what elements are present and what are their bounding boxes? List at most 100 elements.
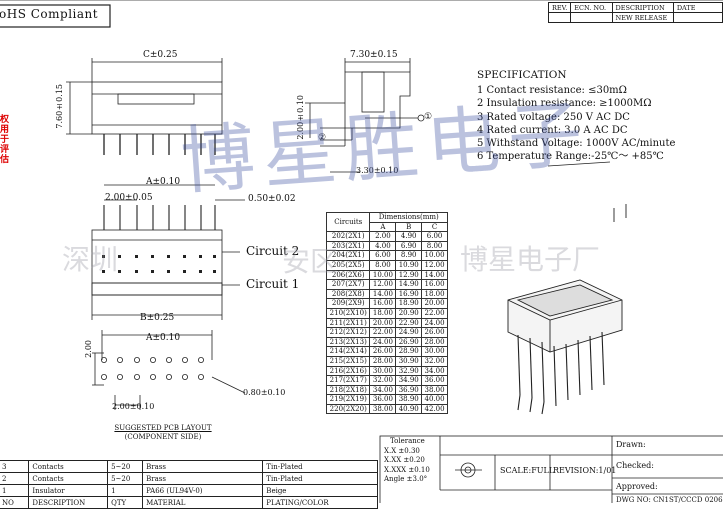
dim-table-cell: 8.90 [395, 250, 423, 261]
watermark-gray-left: 深圳 [62, 243, 119, 276]
bom-cell: 3 [0, 460, 30, 473]
dim-table-cell: 28.00 [369, 355, 397, 367]
col-c: C [421, 221, 448, 233]
dim-table-cell: 16.00 [421, 279, 448, 290]
ecn-header: ECN. NO. [570, 2, 613, 13]
pcb-layout-title: SUGGESTED PCB LAYOUT (COMPONENT SIDE) [113, 424, 213, 442]
dimension-table: Circuits Dimensions(mm) A B C 202(2X1)2.… [325, 211, 448, 415]
dim-table-cell: 28.90 [395, 346, 423, 357]
tol-row: Angle ±3.0° [384, 475, 428, 483]
dim-hole: 0.80±0.10 [243, 388, 286, 397]
callout-1: ① [424, 112, 433, 122]
dim-c: C±0.25 [143, 50, 178, 60]
bom-cell: 5~20 [107, 460, 144, 473]
dim-table-cell: 4.90 [395, 231, 423, 242]
dim-table-cell: 36.00 [421, 375, 448, 386]
dwg-number: DWG NO: CN1ST/CCCD 0206 [616, 496, 723, 504]
watermark-gray-mid: 安区 [282, 245, 339, 278]
bom-cell: Beige [262, 484, 378, 497]
dim-table-cell: 24.90 [395, 327, 423, 338]
pcb-layout-line1: SUGGESTED PCB LAYOUT [114, 424, 212, 432]
dim-table-cell: 30.00 [369, 365, 397, 377]
bom-cell: 5~20 [107, 472, 144, 485]
tol-row: X.XXX ±0.10 [384, 465, 430, 474]
rohs-label: oHS Compliant [0, 7, 99, 21]
dim-table-cell: 14.90 [395, 279, 423, 290]
dim-050: 0.50±0.02 [248, 194, 296, 204]
dim-table-cell: 24.00 [421, 317, 448, 329]
dim-a: A±0.10 [146, 177, 181, 187]
dim-table-cell: 22.00 [421, 307, 448, 319]
spec-item: 2 Insulation resistance: ≥1000MΩ [477, 98, 652, 110]
bom-cell: Contacts [28, 472, 109, 485]
dim-table-cell: 14.00 [421, 269, 448, 281]
dim-table-cell: 40.00 [421, 394, 448, 405]
col-b: B [395, 221, 423, 233]
revision-table: REV. ECN. NO. DESCRIPTION DATE NEW RELEA… [547, 2, 723, 23]
dim-table-cell: 219(2X19) [325, 394, 371, 405]
dim-pitch-200: 2.00±0.05 [105, 193, 153, 203]
dim-200-pcb: 2.00±0.10 [112, 402, 155, 411]
dim-table-cell: 6.90 [395, 240, 423, 252]
dim-table-cell: 36.00 [369, 394, 397, 405]
dim-table-cell: 34.00 [421, 365, 448, 377]
dim-table-cell: 26.90 [395, 336, 423, 348]
date-cell [672, 12, 723, 23]
tolerance-title: Tolerance [390, 437, 425, 445]
dim-table-cell: 38.00 [369, 403, 397, 415]
tol-row: X.X ±0.30 [384, 446, 420, 455]
dim-table-cell: 32.90 [395, 365, 423, 377]
dim-table-cell: 210(2X10) [325, 307, 371, 319]
dim-table-cell: 30.00 [421, 346, 448, 357]
dim-760: 7.60±0.15 [55, 84, 64, 129]
dim-table-cell: 12.00 [421, 259, 448, 271]
dim-330: 3.30±0.10 [356, 166, 399, 175]
dim-table-cell: 40.90 [395, 403, 423, 415]
spec-item: 5 Withstand Voltage: 1000V AC/minute [477, 138, 676, 150]
dim-a2: A±0.10 [146, 333, 181, 343]
dim-table-cell: 10.00 [421, 250, 448, 261]
pcb-layout-line2: (COMPONENT SIDE) [124, 433, 202, 441]
dim-table-cell: 14.00 [369, 288, 397, 300]
watermark-gray-right: 博星电子厂 [460, 243, 601, 276]
dim-table-cell: 209(2X9) [325, 298, 371, 309]
dim-table-cell: 217(2X17) [325, 375, 371, 386]
dim-table-cell: 32.00 [369, 375, 397, 386]
specification-block: SPECIFICATION 1 Contact resistance: ≤30m… [477, 69, 675, 163]
dim-table-cell: 36.90 [395, 384, 423, 396]
tol-row: X.XX ±0.20 [384, 456, 425, 464]
tolerance-block: Tolerance X.X ±0.30 X.XX ±0.20 X.XXX ±0.… [384, 437, 430, 485]
dim-table-cell: 18.90 [395, 298, 423, 309]
dim-table-cell: 10.00 [369, 269, 397, 281]
bom-cell: PA66 (UL94V-0) [142, 484, 264, 497]
dim-table-cell: 20.00 [369, 317, 397, 329]
dim-table-cell: 218(2X18) [325, 384, 371, 396]
col-a: A [369, 221, 397, 233]
scale-label: SCALE:FULL [500, 466, 555, 475]
dim-table-cell: 220(2X20) [325, 403, 371, 415]
bom-cell: Tin-Plated [262, 472, 378, 485]
bom-cell: Contacts [28, 460, 109, 473]
spec-title: SPECIFICATION [477, 69, 567, 81]
dim-table-cell: 34.90 [395, 375, 423, 386]
date-header: DATE [672, 2, 723, 13]
revision-label: REVISION:1/01 [553, 466, 617, 475]
approved-label: Approved: [616, 482, 658, 491]
dim-table-cell: 30.90 [395, 355, 423, 367]
dim-table-cell: 22.00 [369, 327, 397, 338]
dim-table-cell: 211(2X11) [325, 317, 371, 329]
ecn-cell [570, 12, 613, 23]
spec-item: 1 Contact resistance: ≤30mΩ [477, 85, 627, 97]
